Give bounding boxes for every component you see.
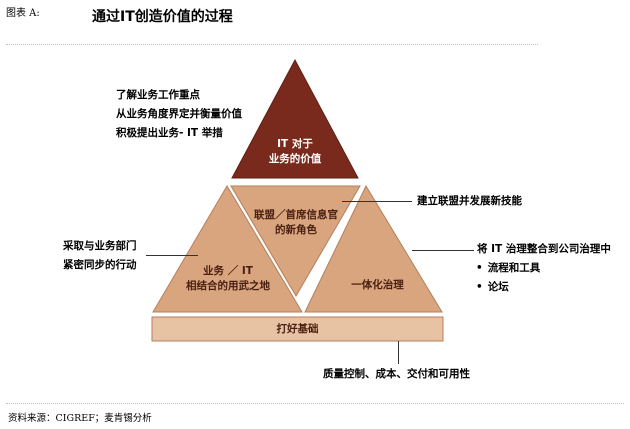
cooperation-line-1: 采取与业务部门 [63,240,137,252]
center-label-line-1: 联盟／首席信息官 [254,209,338,221]
foundation-label: 打好基础 [276,323,319,335]
top-label-line-1: IT 对于 [277,138,313,150]
alliance-callout: 建立联盟并发展新技能 [417,195,522,207]
foundation-bar [151,316,444,342]
governance-heading: 将 IT 治理整合到公司治理中 [477,243,611,255]
governance-callout-line [412,250,474,251]
top-triangle-label: IT 对于 业务的价值 [245,137,345,167]
top-notes: 了解业务工作重点 从业务角度界定并衡量价值 积极提出业务- IT 举措 [116,86,242,143]
cooperation-line-2: 紧密同步的行动 [63,259,137,271]
right-triangle [304,184,443,313]
right-triangle-label: 一体化治理 [351,279,404,291]
figure-title: 通过IT创造价值的过程 [92,9,233,25]
center-inverted-triangle [230,185,361,297]
cooperation-callout-line [146,255,198,256]
cooperation-callout: 采取与业务部门 紧密同步的行动 [63,237,137,275]
footer-divider [6,403,624,404]
left-triangle [152,185,303,313]
left-label-line-2: 相结合的用武之地 [186,280,270,292]
top-note-3: 积极提出业务- IT 举措 [116,127,223,139]
left-triangle-label: 业务 ／ IT 相结合的用武之地 [168,264,288,294]
top-note-1: 了解业务工作重点 [116,89,200,101]
center-triangle-label: 联盟／首席信息官 的新角色 [240,208,352,238]
figure-label: 图表 A: [6,8,40,19]
governance-bullet-2-text: 论坛 [487,281,509,293]
top-note-2: 从业务角度界定并衡量价值 [116,108,242,120]
governance-bullet-1-text: 流程和工具 [487,262,541,274]
center-label-line-2: 的新角色 [275,224,317,236]
governance-bullet-1: 流程和工具 [476,259,611,278]
governance-callout: 将 IT 治理整合到公司治理中 流程和工具 论坛 [477,240,611,297]
top-label-line-2: 业务的价值 [268,153,322,165]
alliance-callout-line [342,201,412,202]
top-triangle [231,58,359,179]
source-note: 资料来源：CIGREF；麦肯锡分析 [8,413,152,424]
foundation-callout-line [398,341,399,364]
left-label-line-1: 业务 ／ IT [203,265,253,277]
foundation-callout: 质量控制、成本、交付和可用性 [323,368,470,380]
title-divider [6,44,538,45]
governance-bullet-2: 论坛 [476,278,611,297]
